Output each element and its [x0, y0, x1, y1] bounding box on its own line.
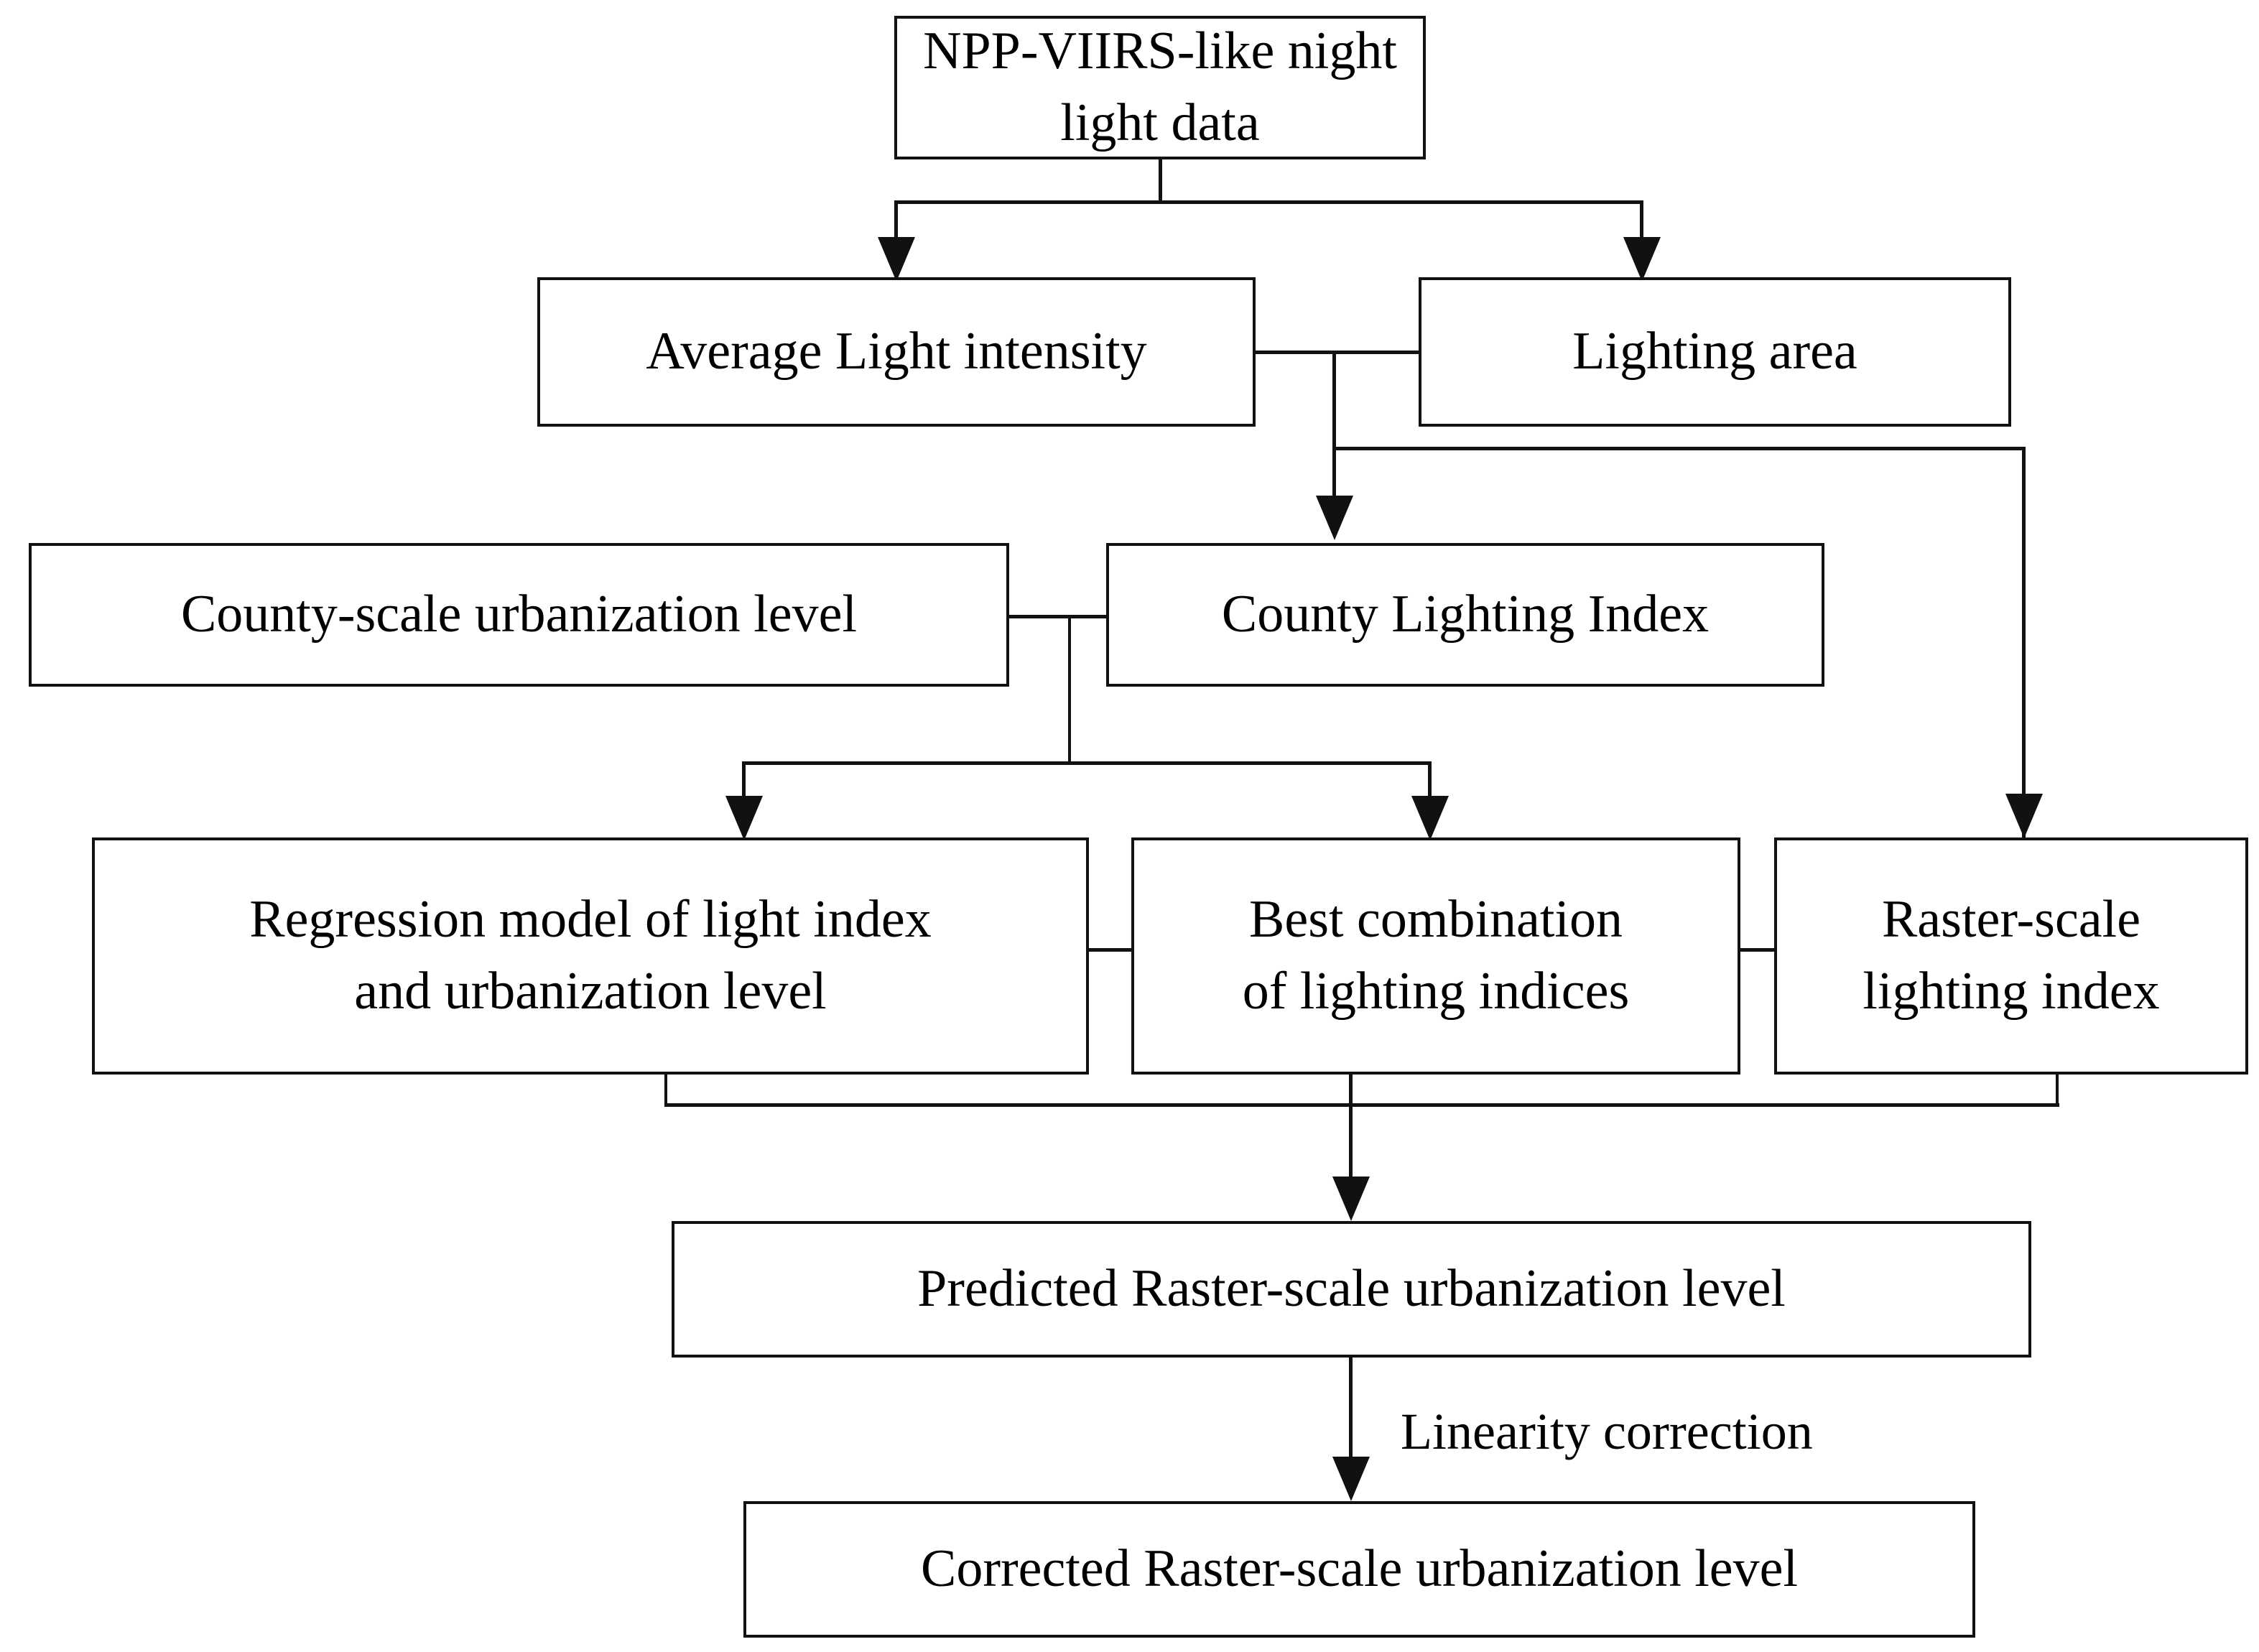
node-source-label: NPP-VIIRS-like night light data: [923, 22, 1397, 152]
connector-row3-left-drop: [742, 761, 746, 812]
connector-bestcombo-raster-stub: [1738, 948, 1777, 952]
connector-row2-right-branch: [1332, 447, 2026, 450]
connector-regression-down: [664, 1075, 667, 1106]
arrowhead-to-corrected-level: [1332, 1457, 1370, 1501]
node-best-combination[interactable]: Best combination of lighting indices: [1131, 837, 1740, 1075]
connector-merge-to-predicted: [1349, 1103, 1353, 1182]
edge-label-linearity-correction: Linearity correction: [1401, 1403, 1813, 1460]
connector-source-left-drop: [894, 200, 898, 252]
connector-source-right-drop: [1640, 200, 1643, 252]
connector-right-long-drop: [2022, 447, 2026, 838]
connector-row3-bus: [742, 761, 1432, 765]
node-lighting-area[interactable]: Lighting area: [1419, 277, 2011, 427]
connector-predicted-to-corrected: [1349, 1358, 1353, 1462]
arrowhead-to-regression-model: [725, 796, 763, 840]
node-average-light-intensity[interactable]: Average Light intensity: [537, 277, 1256, 427]
node-regression-model[interactable]: Regression model of light index and urba…: [92, 837, 1089, 1075]
connector-row2-join: [1254, 351, 1420, 354]
connector-row3-right-drop: [1428, 761, 1432, 812]
node-county-lighting-index-label: County Lighting Index: [1221, 585, 1710, 644]
node-corrected-level-label: Corrected Raster-scale urbanization leve…: [921, 1539, 1798, 1599]
connector-regression-bestcombo-stub: [1087, 948, 1134, 952]
arrowhead-to-predicted-level: [1332, 1177, 1370, 1221]
connector-row3-join: [1008, 615, 1108, 618]
node-predicted-level[interactable]: Predicted Raster-scale urbanization leve…: [672, 1221, 2031, 1358]
node-county-lighting-index[interactable]: County Lighting Index: [1106, 543, 1824, 687]
node-average-light-intensity-label: Average Light intensity: [646, 322, 1147, 381]
node-county-scale-urbanization-level-label: County-scale urbanization level: [180, 585, 858, 644]
connector-row3-stem: [1068, 615, 1071, 764]
connector-source-stem: [1159, 159, 1162, 203]
node-corrected-level[interactable]: Corrected Raster-scale urbanization leve…: [743, 1501, 1975, 1638]
node-predicted-level-label: Predicted Raster-scale urbanization leve…: [917, 1259, 1786, 1319]
connector-row4-merge-bus: [664, 1103, 2059, 1107]
arrowhead-to-raster-scale-lighting-index: [2005, 794, 2043, 838]
connector-bestcombo-down: [1349, 1075, 1353, 1109]
arrowhead-to-lighting-area: [1623, 237, 1661, 282]
node-county-scale-urbanization-level[interactable]: County-scale urbanization level: [29, 543, 1009, 687]
connector-raster-down: [2056, 1075, 2059, 1106]
node-raster-scale-lighting-index-label: Raster-scale lighting index: [1863, 890, 2160, 1021]
arrowhead-to-county-lighting-index: [1316, 496, 1353, 540]
connector-to-county-lighting-index: [1332, 351, 1336, 500]
node-lighting-area-label: Lighting area: [1572, 322, 1857, 381]
connector-source-bus: [894, 200, 1641, 204]
node-source[interactable]: NPP-VIIRS-like night light data: [894, 16, 1426, 159]
arrowhead-to-average-light-intensity: [878, 237, 915, 282]
node-raster-scale-lighting-index[interactable]: Raster-scale lighting index: [1774, 837, 2248, 1075]
node-regression-model-label: Regression model of light index and urba…: [249, 890, 932, 1021]
arrowhead-to-best-combination: [1411, 796, 1449, 840]
node-best-combination-label: Best combination of lighting indices: [1242, 890, 1630, 1021]
